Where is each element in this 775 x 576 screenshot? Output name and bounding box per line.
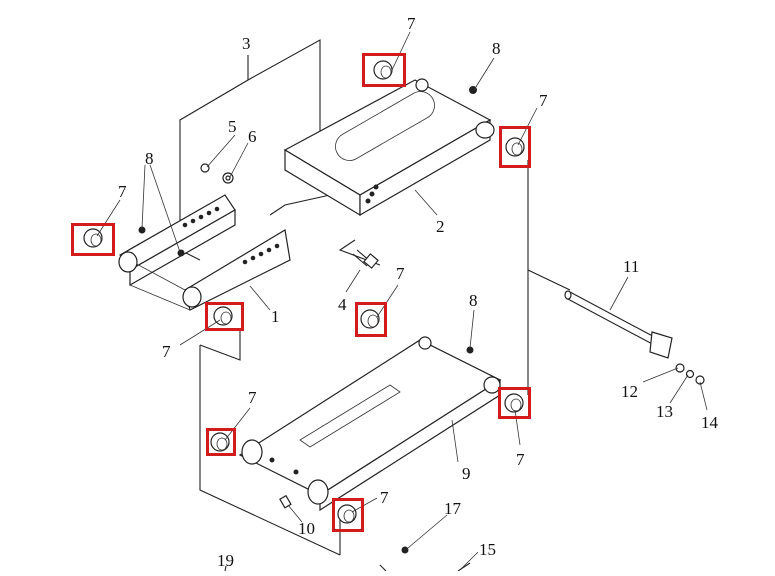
highlight-box (332, 498, 364, 532)
assembly-lines (179, 39, 571, 556)
part-label-9: 9 (462, 464, 471, 483)
small-hardware (138, 86, 477, 572)
part-label-15: 15 (479, 540, 496, 559)
part-label-7: 7 (162, 342, 171, 361)
part-2-upper-arm (283, 78, 495, 217)
part-label-7: 7 (396, 264, 405, 283)
part-label-4: 4 (338, 295, 347, 314)
part-label-17: 17 (444, 499, 461, 518)
highlight-box (355, 302, 387, 337)
part-1-left-link (118, 194, 291, 311)
part-label-7: 7 (380, 488, 389, 507)
part-9-lower-arm (238, 336, 502, 512)
highlight-box (362, 53, 406, 87)
link-holes (182, 206, 280, 265)
part-label-7: 7 (248, 388, 257, 407)
part-11-shaft (564, 290, 705, 385)
part-label-6: 6 (248, 127, 257, 146)
part-label-8: 8 (469, 291, 478, 310)
part-label-10: 10 (298, 519, 315, 538)
part-label-7: 7 (407, 14, 416, 33)
part-label-1: 1 (271, 307, 280, 326)
part-label-14: 14 (701, 413, 718, 432)
part-label-19: 19 (217, 551, 234, 570)
part-label-7: 7 (118, 182, 127, 201)
part-label-3: 3 (242, 34, 251, 53)
part-label-2: 2 (436, 217, 445, 236)
part-label-8: 8 (145, 149, 154, 168)
part-label-13: 13 (656, 402, 673, 421)
highlight-box (206, 428, 236, 456)
part-label-7: 7 (539, 91, 548, 110)
part-label-8: 8 (492, 39, 501, 58)
part-label-5: 5 (228, 117, 237, 136)
highlight-box (498, 387, 531, 419)
highlight-box (71, 223, 115, 256)
part-label-12: 12 (621, 382, 638, 401)
part-label-7: 7 (516, 450, 525, 469)
highlight-box (205, 302, 244, 331)
highlight-box (499, 126, 531, 168)
part-label-11: 11 (623, 257, 640, 276)
